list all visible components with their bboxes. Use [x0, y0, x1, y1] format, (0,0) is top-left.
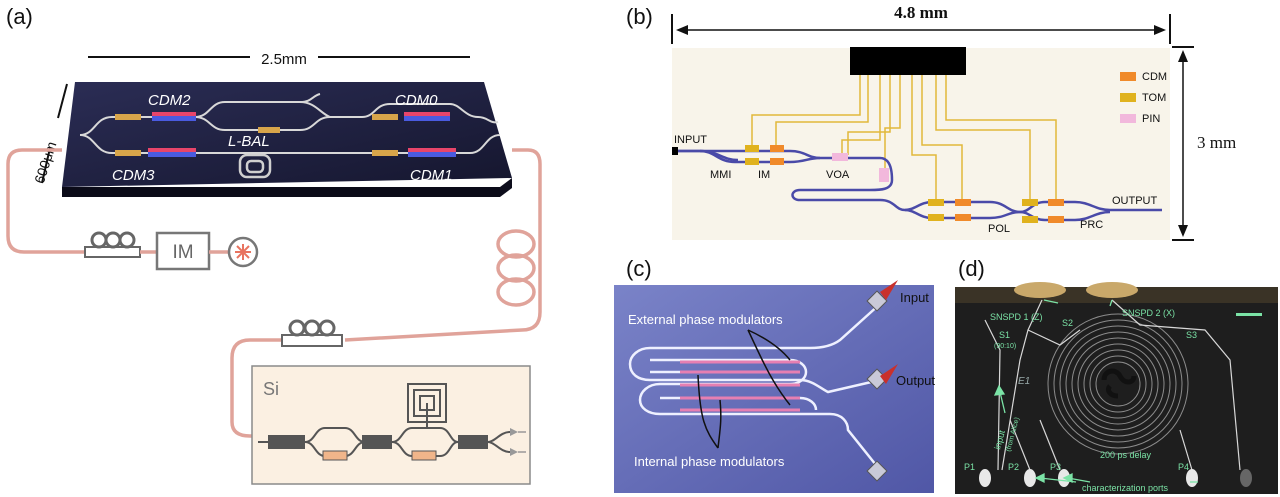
- p4-label: P4: [1178, 462, 1189, 472]
- si-chip: Si: [251, 365, 531, 485]
- im-label: IM: [172, 242, 193, 263]
- chip-d-background: [955, 287, 1278, 494]
- legend-swatch-tom: [1120, 93, 1136, 102]
- legend-b: CDM TOM PIN: [1120, 71, 1167, 125]
- scale-bar-width: 2.5mm: [88, 51, 470, 68]
- external-modulators-label: External phase modulators: [628, 312, 783, 327]
- electrical-traces: [751, 75, 1057, 200]
- scale-bar-d: [1236, 313, 1262, 316]
- height-label: 3 mm: [1197, 133, 1236, 152]
- snspd2-label: SNSPD 2 (X): [1122, 308, 1175, 318]
- output-port-c: [866, 364, 898, 390]
- legend-swatch-pin: [1120, 114, 1136, 123]
- delay-spiral: [1047, 313, 1189, 455]
- prc-label: PRC: [1080, 219, 1103, 231]
- cdm2-label: CDM2: [148, 92, 191, 109]
- third-port-c: [866, 460, 888, 482]
- cdm0-label: CDM0: [395, 92, 438, 109]
- output-c-label: Output: [896, 373, 935, 388]
- p3-label: P3: [1050, 462, 1061, 472]
- s1-ratio-label: (90:10): [994, 343, 1016, 350]
- scale-width-label: 2.5mm: [261, 51, 307, 68]
- panel-d-label: (d): [958, 256, 985, 281]
- laser-source-icon: [227, 236, 259, 268]
- s3-label: S3: [1186, 330, 1197, 340]
- bond-pad-block: [850, 47, 966, 75]
- lbal-spiral: [238, 153, 272, 179]
- panel-b: (b) 4.8 mm 3 mm: [626, 3, 1236, 241]
- snspd1-label: SNSPD 1 (Z): [990, 312, 1043, 322]
- polarization-controller-2: [281, 319, 343, 347]
- chip-b-background: [672, 48, 1170, 240]
- panel-b-label: (b): [626, 4, 653, 29]
- annotation-arrows-d: [993, 299, 1198, 484]
- delay-label: 200 ps delay: [1100, 450, 1152, 460]
- scale-height-label: 600μm: [31, 139, 60, 185]
- output-b-label: OUTPUT: [1112, 195, 1158, 207]
- waveguides-d: [984, 299, 1241, 471]
- cdm3-label: CDM3: [112, 167, 155, 184]
- p1-label: P1: [964, 462, 975, 472]
- s1-label: S1: [999, 330, 1010, 340]
- scale-bar-height: 600μm: [31, 83, 68, 185]
- width-label: 4.8 mm: [894, 3, 948, 22]
- annotation-arrows-c: [697, 329, 791, 449]
- output-couplers: [510, 428, 526, 456]
- panel-a-label: (a): [6, 4, 33, 29]
- s2-label: S2: [1062, 318, 1073, 328]
- si-label: Si: [263, 379, 279, 399]
- panel-c-label: (c): [626, 256, 652, 281]
- ports-label: characterization ports: [1082, 483, 1169, 493]
- chip-c-background: [614, 285, 934, 493]
- lbal-label: L-BAL: [228, 133, 270, 150]
- dimension-height: 3 mm: [1172, 46, 1236, 241]
- p2-label: P2: [1008, 462, 1019, 472]
- chip-cdm: CDM2 CDM0 L-BAL CDM3 CDM1: [62, 82, 512, 197]
- voa-label: VOA: [826, 169, 850, 181]
- cdm1-label: CDM1: [410, 167, 453, 184]
- polarization-controller-1: [84, 231, 141, 258]
- legend-swatch-cdm: [1120, 72, 1136, 81]
- legend-cdm: CDM: [1142, 71, 1167, 83]
- legend-pin: PIN: [1142, 113, 1160, 125]
- panel-a: (a) 2.5mm 600μm: [6, 4, 542, 485]
- im-box: IM: [155, 231, 211, 271]
- fiber-path: [6, 148, 542, 438]
- internal-modulators-label: Internal phase modulators: [634, 454, 785, 469]
- im-b-label: IM: [758, 169, 770, 181]
- input-label: INPUT: [674, 134, 707, 146]
- pol-label: POL: [988, 223, 1010, 235]
- mmi-label: MMI: [710, 169, 731, 181]
- panel-d: (d): [955, 256, 1278, 494]
- e1-label: E1: [1018, 376, 1030, 387]
- panel-c: (c): [614, 256, 935, 493]
- input-port-c: [866, 280, 898, 312]
- dimension-width: 4.8 mm: [671, 3, 1171, 44]
- legend-tom: TOM: [1142, 92, 1166, 104]
- input-c-label: Input: [900, 290, 929, 305]
